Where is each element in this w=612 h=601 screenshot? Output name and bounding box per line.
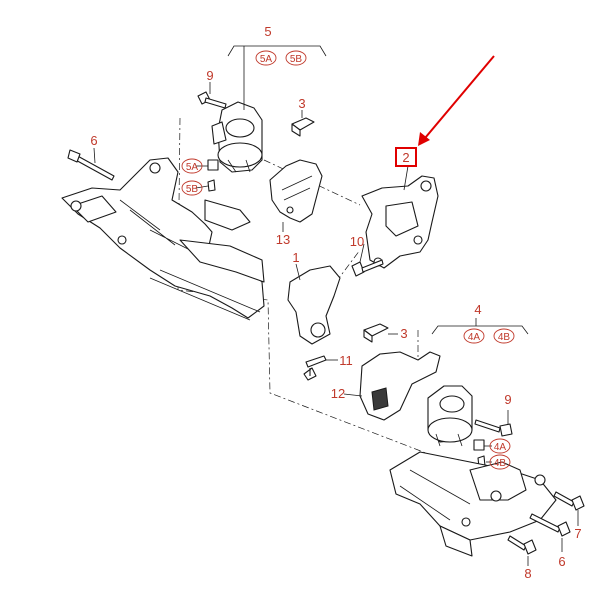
callout-4b: 4B bbox=[498, 332, 511, 343]
callout-labels: 5 5A 5B 9 3 6 5A 5B 13 2 10 1 3 11 12 4 … bbox=[90, 24, 581, 581]
callout-4: 4 bbox=[474, 302, 481, 317]
bolt-8 bbox=[507, 535, 537, 566]
callout-3-left: 3 bbox=[298, 96, 305, 111]
callout-1: 1 bbox=[292, 250, 299, 265]
callout-4a-small: 4A bbox=[494, 442, 507, 453]
callout-5b: 5B bbox=[290, 54, 303, 65]
cap-3-left bbox=[291, 110, 315, 137]
engine-mount-4 bbox=[427, 385, 473, 447]
callout-6-left: 6 bbox=[90, 133, 97, 148]
support-1 bbox=[287, 263, 341, 345]
callout-10: 10 bbox=[350, 234, 364, 249]
callout-4b-badge bbox=[493, 328, 515, 344]
engine-mount-5 bbox=[211, 101, 263, 173]
bolt-6-right bbox=[529, 513, 571, 552]
callout-11: 11 bbox=[339, 353, 353, 368]
callout-6-right: 6 bbox=[558, 554, 565, 569]
callout-4a: 4A bbox=[468, 332, 481, 343]
callout-9-right: 9 bbox=[504, 392, 511, 407]
callout-12: 12 bbox=[331, 386, 345, 401]
callout-5a-badge bbox=[255, 50, 277, 66]
callout-5a: 5A bbox=[260, 54, 273, 65]
callout-13: 13 bbox=[276, 232, 290, 247]
callout-4a-small-badge bbox=[489, 438, 511, 454]
callout-8: 8 bbox=[524, 566, 531, 581]
bolt-6-left bbox=[67, 147, 115, 181]
callout-5b-badge bbox=[285, 50, 307, 66]
callout-5b-small: 5B bbox=[186, 184, 199, 195]
callout-9-left: 9 bbox=[206, 68, 213, 83]
cap-3-middle bbox=[363, 323, 398, 343]
left-subframe bbox=[61, 157, 265, 321]
callout-5: 5 bbox=[264, 24, 271, 39]
callout-2: 2 bbox=[402, 150, 409, 165]
callout-5a-small-badge bbox=[181, 158, 203, 174]
callout-3-mid: 3 bbox=[400, 326, 407, 341]
bracket-2 bbox=[361, 165, 439, 269]
clip-4a-right bbox=[473, 439, 492, 451]
bolt-7 bbox=[553, 491, 585, 526]
bolt-5b-left bbox=[195, 179, 216, 192]
callout-bracket-5 bbox=[227, 45, 327, 110]
bracket-12 bbox=[343, 351, 441, 421]
bolt-9-left bbox=[197, 82, 227, 109]
callout-7: 7 bbox=[574, 526, 581, 541]
bolt-10 bbox=[351, 243, 384, 277]
callout-5b-small-badge bbox=[181, 180, 203, 196]
callout-bracket-4 bbox=[431, 318, 529, 335]
callout-5a-small: 5A bbox=[186, 162, 199, 173]
callout-4a-badge bbox=[463, 328, 485, 344]
right-subframe bbox=[389, 451, 557, 557]
callout-4b-small-badge bbox=[489, 454, 511, 470]
bolt-9-right bbox=[474, 410, 513, 437]
bracket-13 bbox=[269, 159, 323, 232]
highlight-part-2 bbox=[395, 55, 495, 167]
bolt-11 bbox=[303, 355, 338, 381]
callout-4b-small: 4B bbox=[494, 458, 507, 469]
